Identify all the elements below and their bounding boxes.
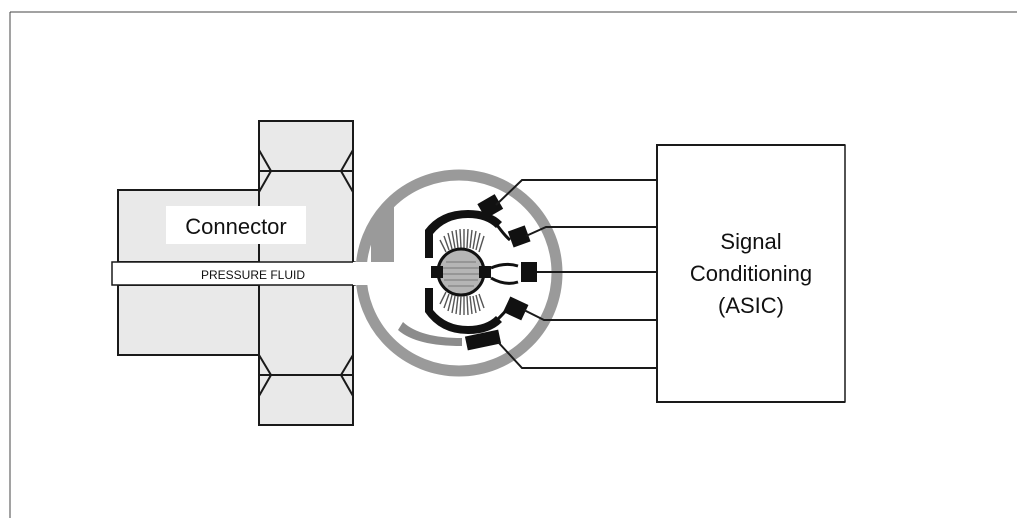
- lower-diaphragm-housing: [425, 288, 502, 334]
- contact-pad-2: [507, 225, 531, 248]
- ring-inlet-gap: [353, 262, 383, 285]
- wire-1: [495, 179, 658, 206]
- connector-label: Connector: [185, 214, 287, 239]
- wire-4: [523, 309, 658, 321]
- flange-notch-top-right: [339, 149, 354, 193]
- signal-wires: [495, 179, 658, 369]
- contact-pad-1: [477, 194, 504, 219]
- center-bar-right: [479, 266, 491, 278]
- connector: Connector PRESSURE FLUID: [111, 120, 372, 426]
- center-bar-left: [431, 266, 443, 278]
- asic-label-line-1: Signal: [720, 229, 781, 254]
- sensor-bracket-upper: [371, 196, 394, 262]
- contact-pad-4: [503, 296, 529, 321]
- wire-5: [497, 341, 658, 369]
- sensor-bracket-lower: [398, 322, 462, 346]
- strain-gauge-sensor-icon: [353, 169, 563, 377]
- upper-diaphragm-housing: [425, 210, 502, 258]
- asic-box: [656, 144, 848, 403]
- upper-gauge-fan: [439, 228, 485, 253]
- asic-block: Signal Conditioning (ASIC): [656, 144, 849, 403]
- contact-pad-3: [521, 262, 537, 282]
- flange-notch-top-left: [258, 149, 273, 193]
- flange-notch-bottom-right: [339, 354, 354, 397]
- center-disc-hatch: [443, 261, 479, 287]
- sensor-center-disc: [436, 247, 486, 297]
- flange-notch-bottom-left: [258, 354, 273, 397]
- contact-pad-5: [464, 329, 502, 351]
- fluid-channel-label: PRESSURE FLUID: [201, 268, 305, 282]
- wire-2: [525, 226, 658, 237]
- asic-label-line-2: Conditioning: [690, 261, 812, 286]
- connector-lower-arm: [117, 284, 264, 356]
- asic-label-line-3: (ASIC): [718, 293, 784, 318]
- lower-gauge-fan: [439, 291, 485, 316]
- connector-label-box: [166, 206, 306, 244]
